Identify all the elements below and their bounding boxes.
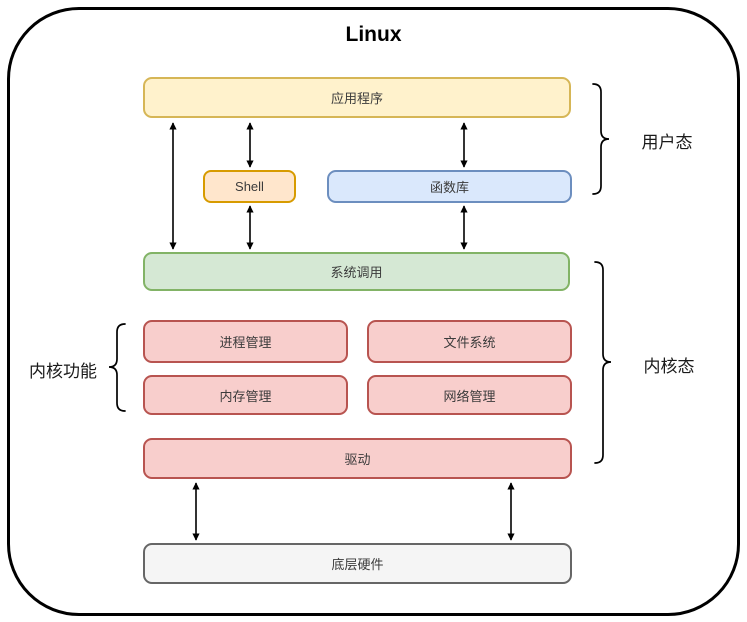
box-file-system: 文件系统 <box>367 320 572 363</box>
box-process-management: 进程管理 <box>143 320 348 363</box>
label-user-mode: 用户态 <box>641 133 693 152</box>
box-shell: Shell <box>203 170 296 203</box>
box-network-management: 网络管理 <box>367 375 572 415</box>
label-kernel-mode: 内核态 <box>643 357 695 376</box>
box-applications: 应用程序 <box>143 77 571 118</box>
box-hardware: 底层硬件 <box>143 543 572 584</box>
box-driver: 驱动 <box>143 438 572 479</box>
box-function-library: 函数库 <box>327 170 572 203</box>
diagram-title: Linux <box>345 23 402 46</box>
system-boundary-frame <box>7 7 740 616</box>
box-system-call: 系统调用 <box>143 252 570 291</box>
label-kernel-functions: 内核功能 <box>29 362 97 381</box>
box-memory-management: 内存管理 <box>143 375 348 415</box>
